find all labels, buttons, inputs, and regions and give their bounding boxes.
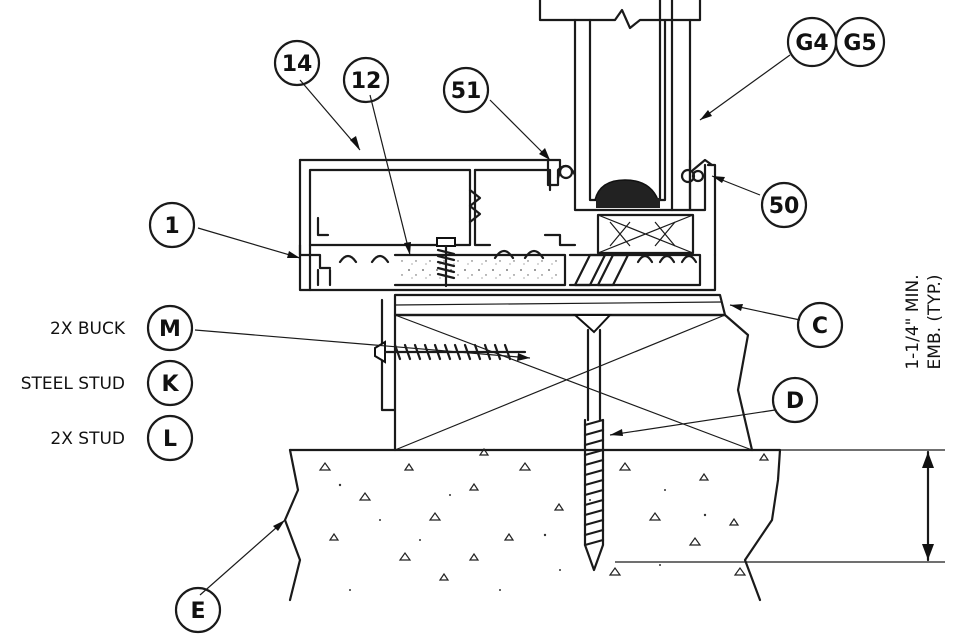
callout-c: C <box>796 301 844 349</box>
frame-extrusion <box>298 158 717 292</box>
label-2x-buck: 2X BUCK <box>50 319 126 339</box>
leader-lines <box>194 54 801 596</box>
concrete-slab <box>283 447 782 602</box>
screw-sill <box>436 237 456 288</box>
callout-12: 12 <box>342 56 390 104</box>
callout-c-label: C <box>812 314 828 339</box>
callout-1-label: 1 <box>164 214 179 239</box>
callout-g4-label: G4 <box>795 31 828 56</box>
dimension-line2: EMB. (TYP.) <box>925 275 945 370</box>
callout-g5-label: G5 <box>843 31 876 56</box>
callout-l-label: L <box>163 427 177 452</box>
callout-k: K <box>146 359 194 407</box>
callout-d: D <box>771 376 819 424</box>
callout-d-label: D <box>786 389 804 414</box>
callout-14: 14 <box>273 39 321 87</box>
callout-51-label: 51 <box>451 79 482 104</box>
anchor-concrete <box>572 314 613 572</box>
gasket-exterior <box>546 158 577 187</box>
callout-50: 50 <box>760 181 808 229</box>
callout-14-label: 14 <box>282 52 313 77</box>
callout-g5: G5 <box>834 16 886 68</box>
embedment-dimension <box>615 449 945 563</box>
callout-e: E <box>174 586 222 634</box>
callout-51: 51 <box>442 66 490 114</box>
callout-m-label: M <box>159 317 181 342</box>
screw-buck <box>374 340 527 364</box>
wood-buck <box>380 298 754 452</box>
callout-1: 1 <box>148 201 196 249</box>
callout-m: M <box>146 304 194 352</box>
callout-l: L <box>146 414 194 462</box>
label-steel-stud: STEEL STUD <box>21 374 125 394</box>
dimension-label: 1-1/4" MIN. EMB. (TYP.) <box>903 274 945 369</box>
callout-50-label: 50 <box>769 194 800 219</box>
dimension-line1: 1-1/4" MIN. <box>903 274 923 369</box>
callout-g4: G4 <box>786 16 838 68</box>
callout-12-label: 12 <box>351 69 382 94</box>
callout-e-label: E <box>190 599 205 624</box>
callout-k-label: K <box>161 372 179 397</box>
label-2x-stud: 2X STUD <box>50 429 125 449</box>
shim <box>393 293 727 317</box>
glass-unit <box>538 0 702 212</box>
setting-block <box>596 213 695 255</box>
gasket-interior <box>680 158 714 184</box>
